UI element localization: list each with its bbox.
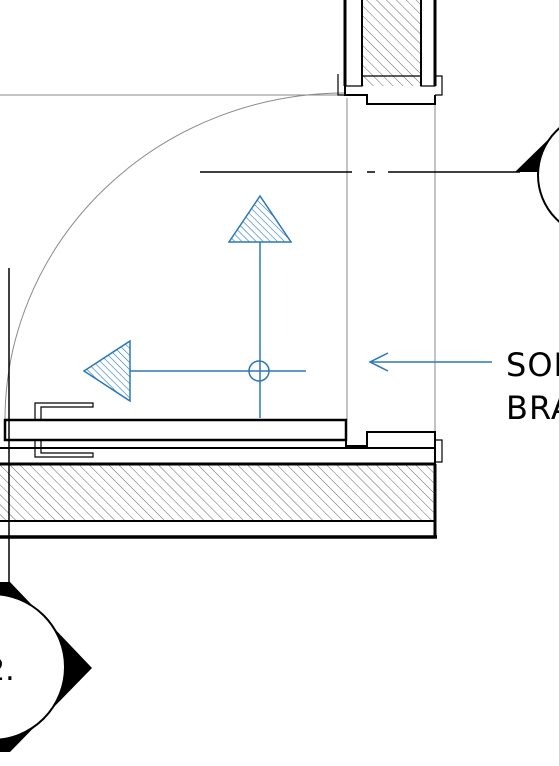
leader-arrow [368, 352, 492, 372]
up-arrow-triangle [227, 194, 293, 243]
orientation-symbol [82, 194, 306, 418]
pivot-circle [248, 360, 270, 382]
door-leaf [3, 402, 348, 458]
lower-wall [0, 447, 437, 539]
lower-jamb [345, 431, 443, 464]
annotation-line-1: SOL [506, 346, 559, 384]
detail-tag-marker: 2. [0, 582, 92, 752]
door-swing-arc [4, 92, 346, 421]
upper-jamb [337, 0, 443, 105]
annotation-line-2: BRA [506, 389, 559, 427]
detail-tag-text: 2. [0, 653, 15, 688]
section-marker [200, 127, 559, 223]
left-arrow-triangle [82, 339, 131, 403]
